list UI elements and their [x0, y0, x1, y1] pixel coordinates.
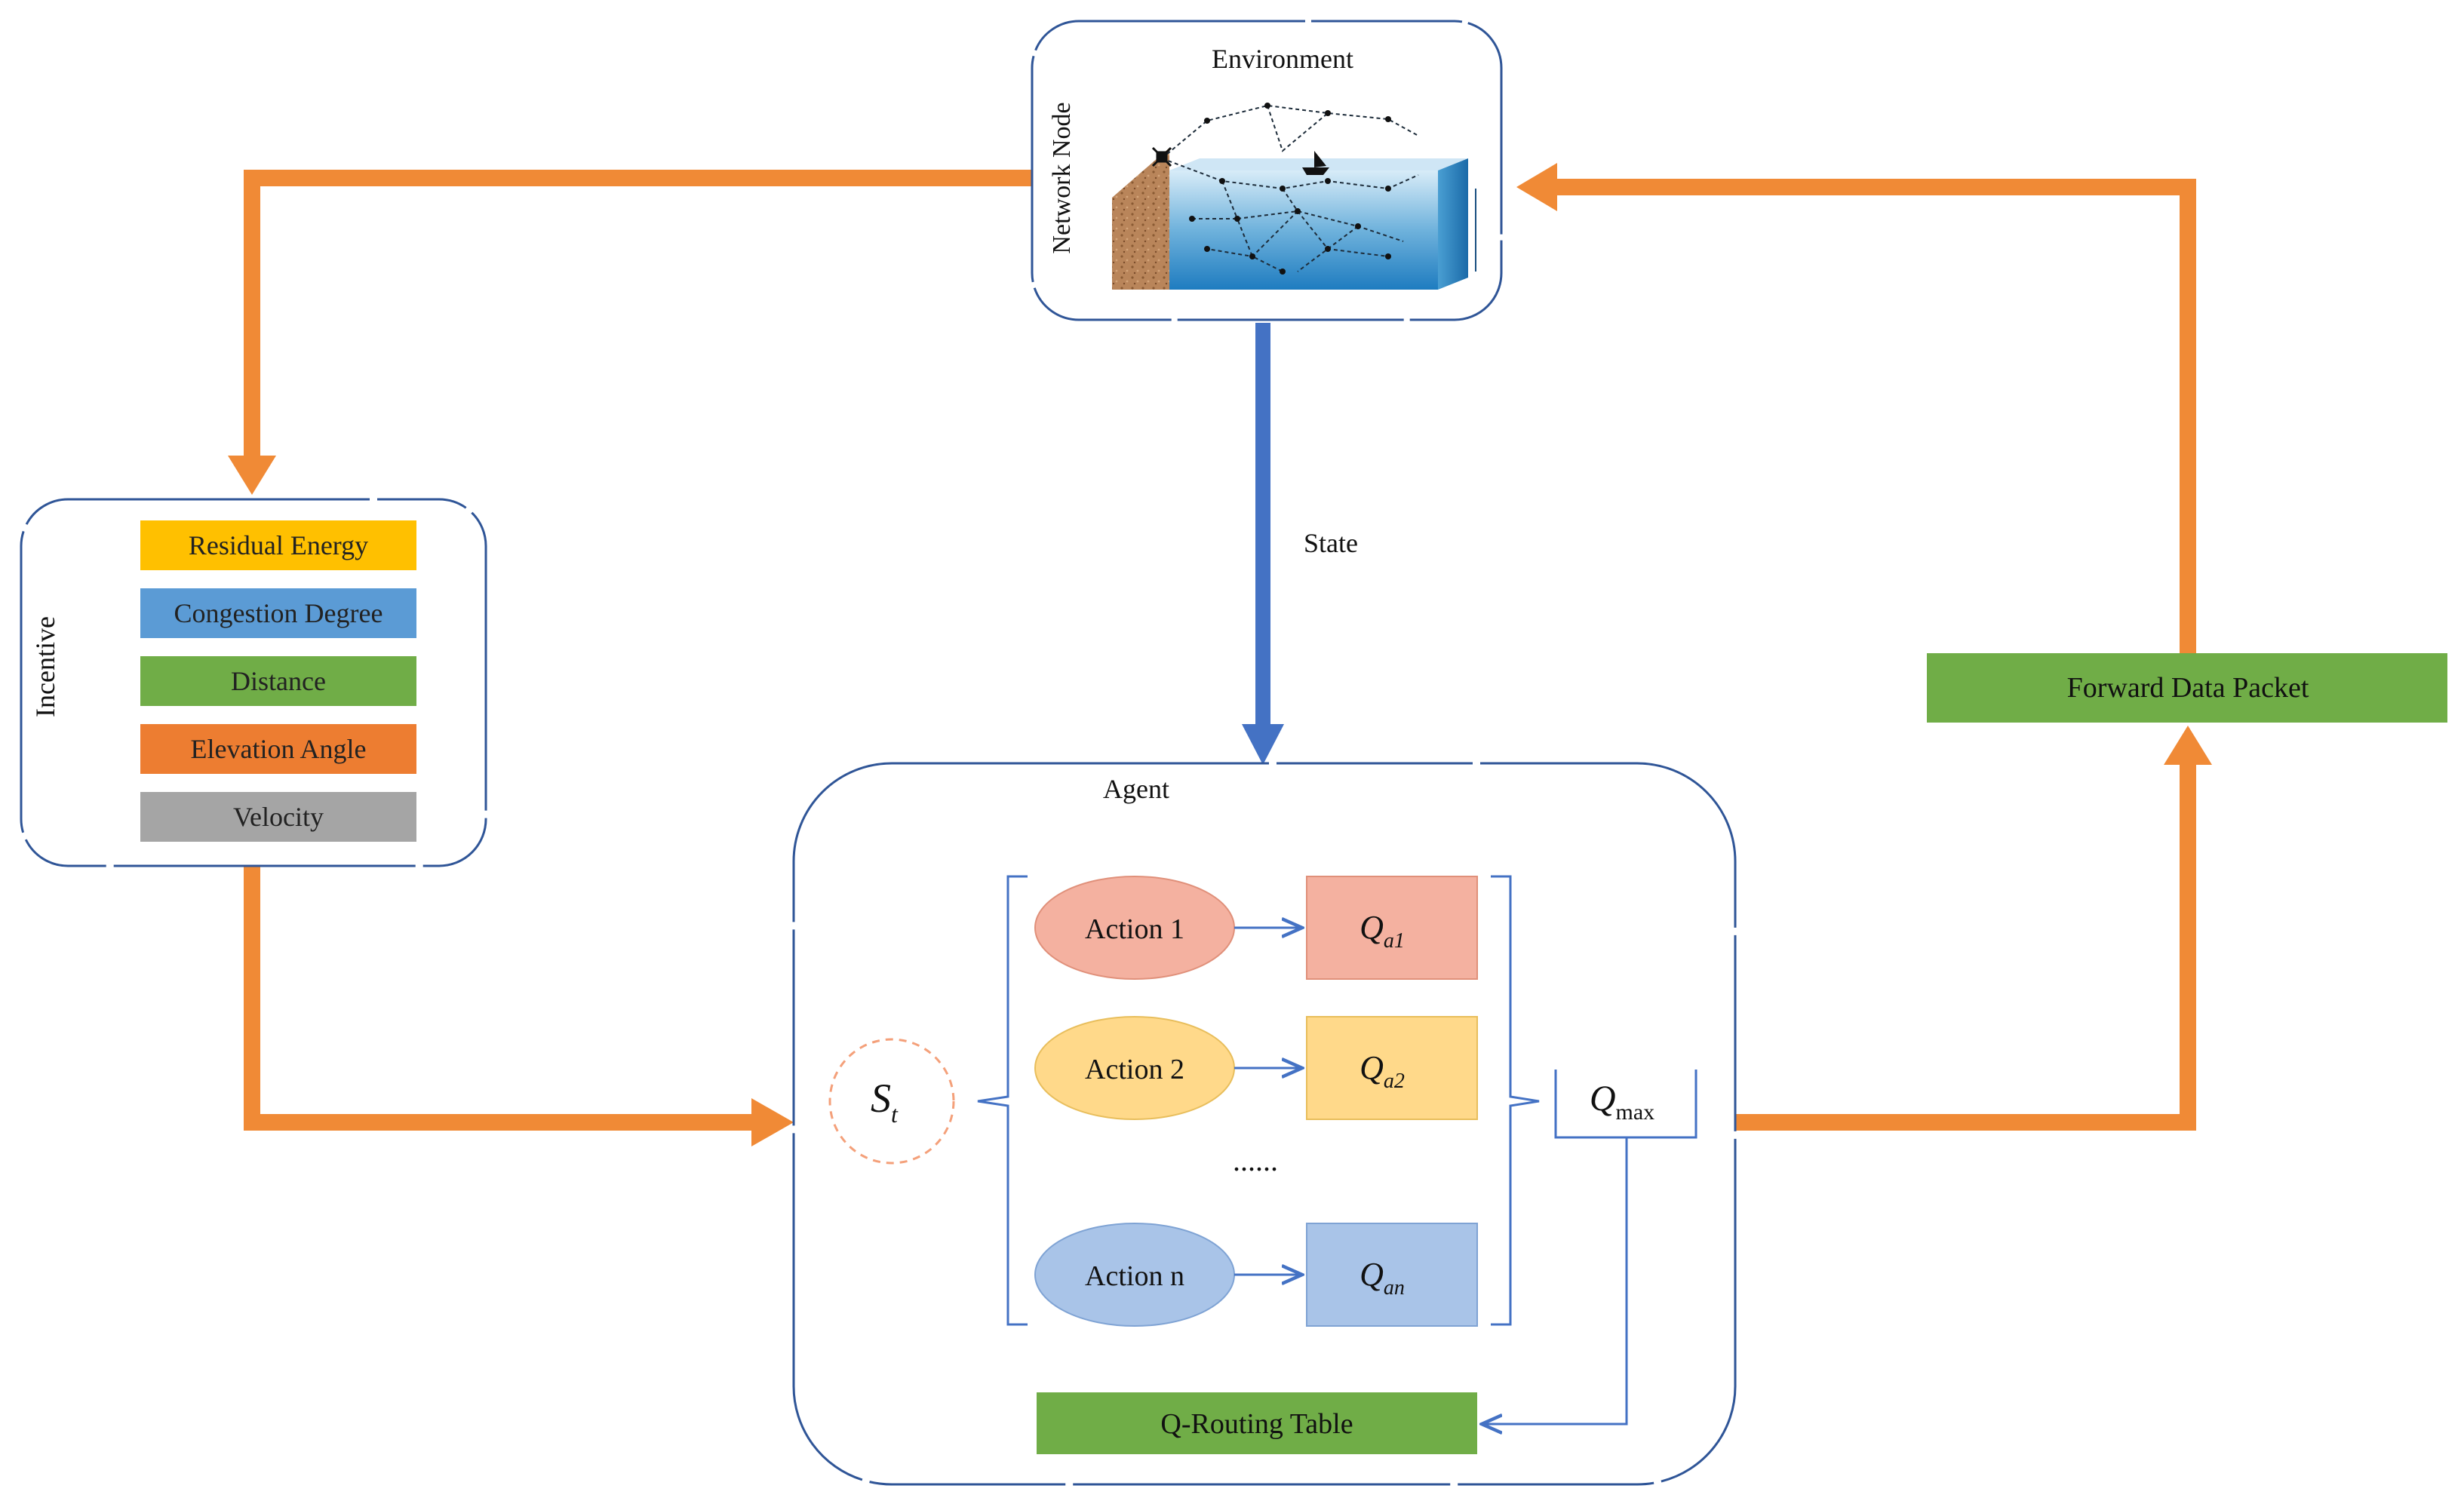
- q-routing-table-box: [1037, 1392, 1477, 1454]
- feature-distance: Distance: [140, 656, 416, 706]
- q-value-2: Qa2: [1360, 1049, 1405, 1093]
- action-row-1: Action 1 Qa1: [1034, 876, 1478, 980]
- underwater-network-illustration: [1112, 103, 1476, 290]
- qmax-to-table-line: [1482, 1137, 1628, 1424]
- state-label: State: [1304, 528, 1358, 558]
- q-value-2-box: [1306, 1016, 1478, 1120]
- q-value-n-box: [1306, 1223, 1478, 1327]
- arrow-env-to-incentive: [244, 170, 1032, 460]
- action-n-label: Action n: [1085, 1260, 1184, 1292]
- feature-residual-energy: Residual Energy: [140, 520, 416, 570]
- action-row-n: Action n Qan: [1034, 1223, 1478, 1327]
- q-routing-table-label: Q-Routing Table: [1160, 1408, 1353, 1440]
- q-value-1: Qa1: [1360, 909, 1405, 953]
- satellite-icon: [1151, 146, 1172, 167]
- arrowhead-down-incentive: [228, 456, 276, 495]
- q-value-1-box: [1306, 876, 1478, 980]
- action-2-label: Action 2: [1085, 1054, 1184, 1085]
- feature-elevation-angle: Elevation Angle: [140, 724, 416, 774]
- orange-arrowheads: [228, 163, 2212, 1146]
- arrowhead-left-env: [1516, 163, 1557, 211]
- incentive-label: Incentive: [30, 616, 60, 717]
- arrowhead-right-agent: [751, 1098, 794, 1146]
- arrow-incentive-to-agent: [244, 866, 754, 1131]
- environment-title: Environment: [1212, 44, 1353, 74]
- agent-title: Agent: [1103, 774, 1169, 804]
- action-row-2: Action 2 Qa2: [1034, 1016, 1478, 1120]
- action-1-label: Action 1: [1085, 913, 1184, 945]
- orange-flow-arrows: [244, 170, 2196, 1131]
- arrowhead-up-forward: [2164, 726, 2212, 765]
- qmax-label: Qmax: [1590, 1079, 1654, 1125]
- network-node-label: Network Node: [1048, 102, 1076, 253]
- state-symbol: St: [871, 1076, 899, 1128]
- state-arrow: [1242, 323, 1284, 765]
- right-brace: [1491, 875, 1540, 1326]
- agent-panel: Agent St Action 1 Qa1 Action 2 Qa2 .....…: [792, 762, 1737, 1486]
- feature-velocity: Velocity: [140, 792, 416, 842]
- arrow-forward-to-env: [1554, 179, 2196, 656]
- left-brace: [977, 875, 1028, 1326]
- environment-panel: Environment Network Node: [1031, 20, 1503, 321]
- state-node: [828, 1038, 955, 1165]
- forward-data-packet: Forward Data Packet: [1927, 653, 2447, 723]
- feature-congestion-degree: Congestion Degree: [140, 588, 416, 638]
- arrow-agent-to-forward: [1735, 762, 2196, 1131]
- q-value-n: Qan: [1360, 1256, 1405, 1300]
- forward-data-packet-label: Forward Data Packet: [2067, 672, 2309, 704]
- actions-ellipsis: ......: [1233, 1143, 1278, 1177]
